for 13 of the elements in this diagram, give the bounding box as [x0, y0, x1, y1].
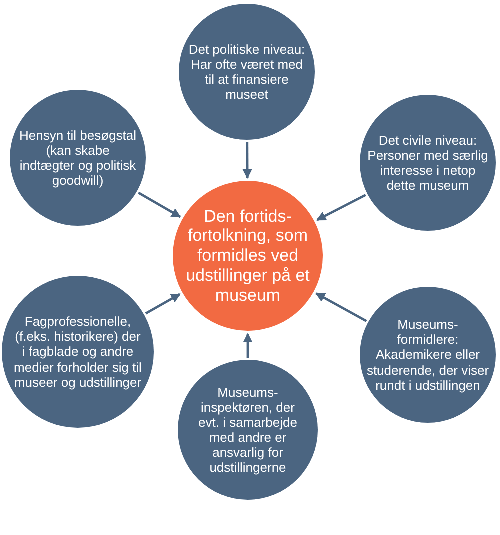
- node-text: Det civile niveau: Personer med særlig interesse i netop dette museum: [367, 132, 489, 194]
- node-text: Den fortids- fortolkning, som formidles ved udstillinger på et museum: [185, 206, 311, 306]
- node-text: Det politiske niveau: Har ofte været med til at finansiere museet: [188, 42, 306, 102]
- arrow: [138, 192, 182, 218]
- node-text: Museums- inspektøren, der evt. i samarbejde med andre er ansvarlig for udstillingerne: [198, 384, 298, 476]
- arrow: [316, 194, 366, 222]
- node-text: Fagprofessionelle, (f.eks. historikere) der i fagblade og andre medier forholder sig til museer og udstillinger: [13, 314, 143, 390]
- arrow: [316, 292, 368, 322]
- arrow: [243, 333, 253, 358]
- arrow: [242, 142, 252, 179]
- arrow: [145, 293, 181, 315]
- node-text: Hensyn til besøgstal (kan skabe indtægter og politisk goodwill): [19, 128, 137, 188]
- node-text: Museums- formidlere: Akademikere eller studerende, der viser rundt i udstillingen: [366, 317, 490, 393]
